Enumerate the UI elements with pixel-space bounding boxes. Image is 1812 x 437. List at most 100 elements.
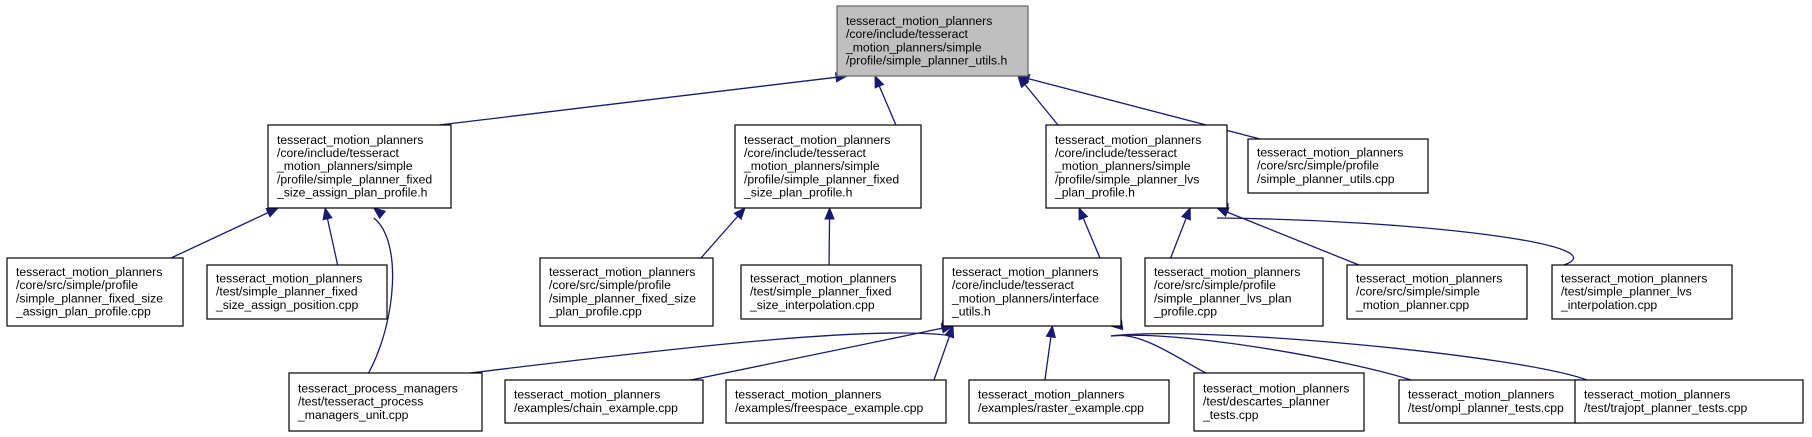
node-label-line: tesseract_motion_planners (514, 388, 660, 402)
node-label-line: tesseract_motion_planners (1356, 271, 1502, 285)
graph-node-n6[interactable]: tesseract_motion_planners/test/simple_pl… (206, 264, 388, 320)
graph-node-n10[interactable]: tesseract_motion_planners/core/src/simpl… (1144, 257, 1324, 327)
node-box (1398, 379, 1580, 424)
nodes-layer: tesseract_motion_planners/core/include/t… (6, 5, 1804, 432)
node-label-line: _utils.h (951, 304, 991, 318)
graph-node-n13[interactable]: tesseract_process_managers/test/tesserac… (288, 372, 483, 432)
node-box (504, 379, 704, 424)
arrowhead-n6-to-n1 (322, 206, 333, 221)
edge-n16-to-n9 (1044, 335, 1052, 381)
node-box (6, 257, 184, 327)
node-label-line: /core/src/simple/profile (549, 278, 671, 292)
node-label-line: tesseract_motion_planners (1408, 388, 1554, 402)
node-label-line: /test/tesseract_process (298, 395, 423, 409)
node-label-line: /test/descartes_planner (1203, 395, 1330, 409)
node-label-line: tesseract_motion_planners (735, 388, 881, 402)
edge-n10-to-n3 (1170, 217, 1188, 259)
node-label-line: _plan_profile.cpp (548, 304, 642, 318)
graph-node-n1[interactable]: tesseract_motion_planners/core/include/t… (267, 124, 452, 209)
edge-n12-to-n3 (1216, 217, 1574, 266)
node-label-line: /profile/simple_planner_utils.h (846, 53, 1007, 67)
graph-node-n18[interactable]: tesseract_motion_planners/test/ompl_plan… (1398, 379, 1580, 424)
edge-n14-to-n9 (690, 327, 944, 381)
graph-node-n5[interactable]: tesseract_motion_planners/core/src/simpl… (6, 257, 184, 327)
graph-node-n2[interactable]: tesseract_motion_planners/core/include/t… (734, 124, 922, 209)
graph-node-n8[interactable]: tesseract_motion_planners/test/simple_pl… (740, 264, 922, 320)
node-box (734, 124, 922, 209)
edge-n18-to-n9 (1110, 334, 1412, 381)
node-label-line: tesseract_motion_planners (1561, 271, 1707, 285)
graph-node-n12[interactable]: tesseract_motion_planners/test/simple_pl… (1551, 264, 1733, 320)
graph-node-n14[interactable]: tesseract_motion_planners/examples/chain… (504, 379, 704, 424)
node-box (1574, 379, 1804, 424)
edge-n1-to-n0 (438, 76, 838, 126)
node-label-line: /core/src/simple/profile (1257, 159, 1379, 173)
node-box (725, 379, 947, 424)
node-label-line: tesseract_motion_planners (1257, 145, 1403, 159)
node-label-line: _size_interpolation.cpp (749, 298, 875, 312)
arrowhead-n7-to-n2 (733, 207, 746, 221)
edge-n6-to-n1 (326, 217, 339, 266)
graph-node-n9[interactable]: tesseract_motion_planners/core/include/t… (942, 257, 1122, 327)
node-box (942, 257, 1122, 327)
graph-node-n4[interactable]: tesseract_motion_planners/core/src/simpl… (1247, 138, 1429, 194)
node-label-line: /profile/simple_planner_fixed (277, 172, 432, 186)
arrowhead-n16-to-n9 (1045, 324, 1056, 339)
graph-node-n16[interactable]: tesseract_motion_planners/examples/raste… (968, 379, 1170, 424)
node-label-line: _size_assign_position.cpp (215, 298, 359, 312)
edge-n5-to-n1 (170, 211, 270, 259)
node-label-line: tesseract_motion_planners (277, 133, 423, 147)
graph-node-n7[interactable]: tesseract_motion_planners/core/src/simpl… (539, 257, 714, 327)
node-label-line: tesseract_motion_planners (16, 265, 162, 279)
node-box (1045, 124, 1228, 209)
edge-n3-to-n0 (1023, 83, 1059, 126)
node-label-line: /core/include/tesseract (846, 27, 969, 41)
edge-n13-to-n1 (368, 217, 394, 374)
node-box (836, 5, 1029, 77)
node-label-line: tesseract_motion_planners (1154, 265, 1300, 279)
arrowhead-n13-to-n1 (372, 207, 387, 220)
node-box (1551, 264, 1733, 320)
node-label-line: /examples/chain_example.cpp (514, 401, 678, 415)
arrowhead-n15-to-n9 (944, 324, 955, 339)
node-label-line: tesseract_motion_planners (978, 388, 1124, 402)
graph-node-n17[interactable]: tesseract_motion_planners/test/descartes… (1193, 372, 1365, 432)
graph-node-n19[interactable]: tesseract_motion_planners/test/trajopt_p… (1574, 379, 1804, 424)
node-label-line: _assign_plan_profile.cpp (15, 304, 151, 318)
node-label-line: _motion_planners/simple (1054, 159, 1191, 173)
node-label-line: /test/ompl_planner_tests.cpp (1408, 401, 1564, 415)
graph-node-n11[interactable]: tesseract_motion_planners/core/src/simpl… (1346, 264, 1528, 320)
edges-layer (170, 72, 1588, 381)
node-label-line: /test/simple_planner_lvs (1561, 285, 1692, 299)
node-label-line: tesseract_process_managers (298, 381, 458, 395)
node-box (1346, 264, 1528, 320)
node-box (539, 257, 714, 327)
node-label-line: _motion_planner.cpp (1355, 298, 1469, 312)
node-label-line: /core/include/tesseract (1055, 146, 1178, 160)
node-label-line: /test/simple_planner_fixed (750, 285, 892, 299)
node-box (206, 264, 388, 320)
graph-node-n15[interactable]: tesseract_motion_planners/examples/frees… (725, 379, 947, 424)
edge-n19-to-n9 (1110, 333, 1588, 381)
node-label-line: _profile.cpp (1153, 304, 1217, 318)
node-box (1247, 138, 1429, 194)
node-label-line: /core/include/tesseract (952, 278, 1075, 292)
arrowhead-n10-to-n3 (1181, 206, 1191, 221)
node-box (267, 124, 452, 209)
node-label-line: tesseract_motion_planners (952, 265, 1098, 279)
node-label-line: _motion_planners/interface (951, 291, 1099, 305)
node-label-line: _size_assign_plan_profile.h (276, 186, 427, 200)
node-box (1193, 372, 1365, 432)
node-label-line: /simple_planner_fixed_size (16, 291, 163, 305)
arrowhead-n5-to-n1 (265, 207, 280, 218)
node-label-line: /examples/freespace_example.cpp (735, 401, 924, 415)
graph-node-n3[interactable]: tesseract_motion_planners/core/include/t… (1045, 124, 1228, 209)
edge-n9-to-n3 (1082, 216, 1101, 259)
node-box (288, 372, 483, 432)
node-label-line: /core/include/tesseract (744, 146, 867, 160)
node-label-line: _managers_unit.cpp (297, 408, 409, 422)
graph-node-n0[interactable]: tesseract_motion_planners/core/include/t… (836, 5, 1029, 77)
node-label-line: /simple_planner_lvs_plan (1154, 291, 1292, 305)
